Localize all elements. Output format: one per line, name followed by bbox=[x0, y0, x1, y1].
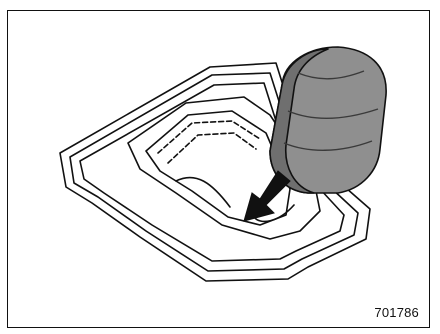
direction-arrow bbox=[244, 171, 290, 221]
boot-crease bbox=[176, 177, 230, 207]
figure-frame: 701786 bbox=[7, 10, 430, 328]
shift-console-illustration bbox=[8, 11, 431, 329]
shift-boot-stitch bbox=[158, 121, 260, 153]
shift-boot-stitch-2 bbox=[168, 133, 256, 163]
figure-code: 701786 bbox=[374, 305, 419, 320]
shift-knob bbox=[270, 47, 386, 193]
